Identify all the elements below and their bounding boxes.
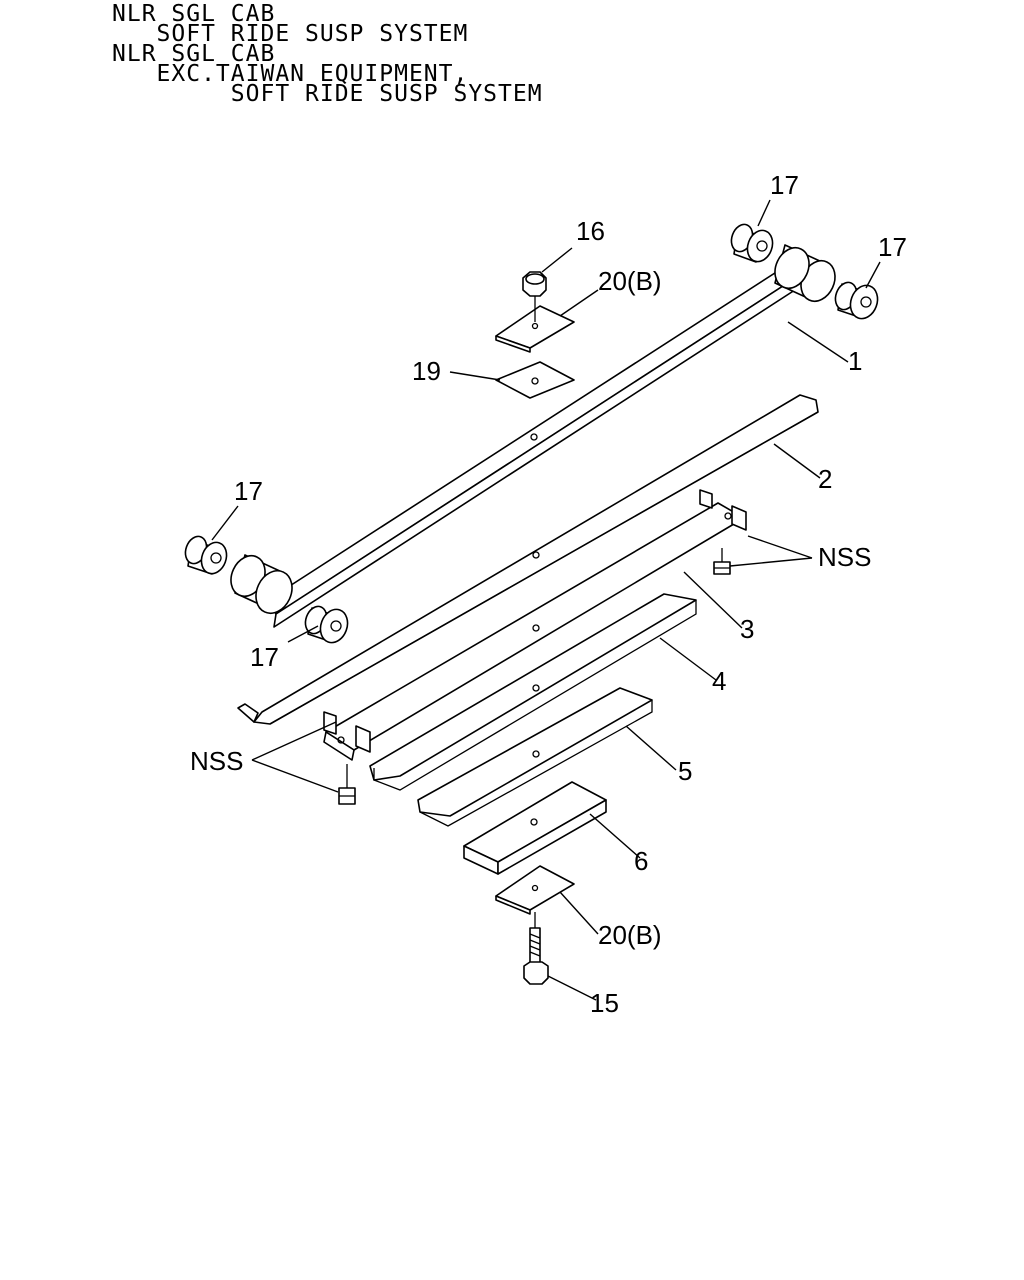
part-19-pad xyxy=(495,361,575,399)
part-15-bolt xyxy=(523,912,549,985)
part-16-nut xyxy=(522,271,547,322)
header-line-4: EXC.TAIWAN EQUIPMENT, xyxy=(112,61,469,87)
part-17-bushing-lower xyxy=(304,605,349,644)
nss-bolt-left xyxy=(338,764,356,805)
callout-labels: 16 20(B) 19 17 17 1 2 17 17 NSS 3 4 NSS … xyxy=(190,170,907,1018)
callout-19: 19 xyxy=(412,356,441,386)
part-4-leaf xyxy=(369,593,697,791)
nss-bolt-right xyxy=(713,548,731,575)
callout-3: 3 xyxy=(740,614,754,644)
callout-6: 6 xyxy=(634,846,648,876)
part-20b-top-plate xyxy=(495,305,575,353)
callout-17-right: 17 xyxy=(878,232,907,262)
callout-20b-top: 20(B) xyxy=(598,266,662,296)
callout-20b-bottom: 20(B) xyxy=(598,920,662,950)
callout-17-left: 17 xyxy=(234,476,263,506)
callout-nss-left: NSS xyxy=(190,746,243,776)
diagram-header: NLR SGL CAB SOFT RIDE SUSP SYSTEM NLR SG… xyxy=(112,1,543,107)
header-line-3: NLR SGL CAB xyxy=(112,41,276,67)
callout-2: 2 xyxy=(818,464,832,494)
part-1-main-leaf xyxy=(230,244,836,628)
callout-17-lower: 17 xyxy=(250,642,279,672)
part-3-third-leaf xyxy=(323,489,747,761)
part-17-bushing-top xyxy=(730,223,774,263)
part-2-second-leaf xyxy=(237,394,819,725)
part-6-leaf xyxy=(463,781,607,875)
callout-4: 4 xyxy=(712,666,726,696)
part-17-bushing-right xyxy=(834,281,879,320)
callout-16: 16 xyxy=(576,216,605,246)
callout-17-top: 17 xyxy=(770,170,799,200)
header-line-1: NLR SGL CAB xyxy=(112,1,276,27)
callout-5: 5 xyxy=(678,756,692,786)
part-20b-bottom-plate xyxy=(495,865,575,915)
callout-nss-right: NSS xyxy=(818,542,871,572)
header-line-2: SOFT RIDE SUSP SYSTEM xyxy=(112,21,469,47)
part-17-bushing-left xyxy=(184,535,228,575)
part-5-leaf xyxy=(417,687,653,827)
leader-lines xyxy=(211,199,881,1001)
callout-15: 15 xyxy=(590,988,619,1018)
callout-1: 1 xyxy=(848,346,862,376)
header-line-5: SOFT RIDE SUSP SYSTEM xyxy=(112,81,543,107)
